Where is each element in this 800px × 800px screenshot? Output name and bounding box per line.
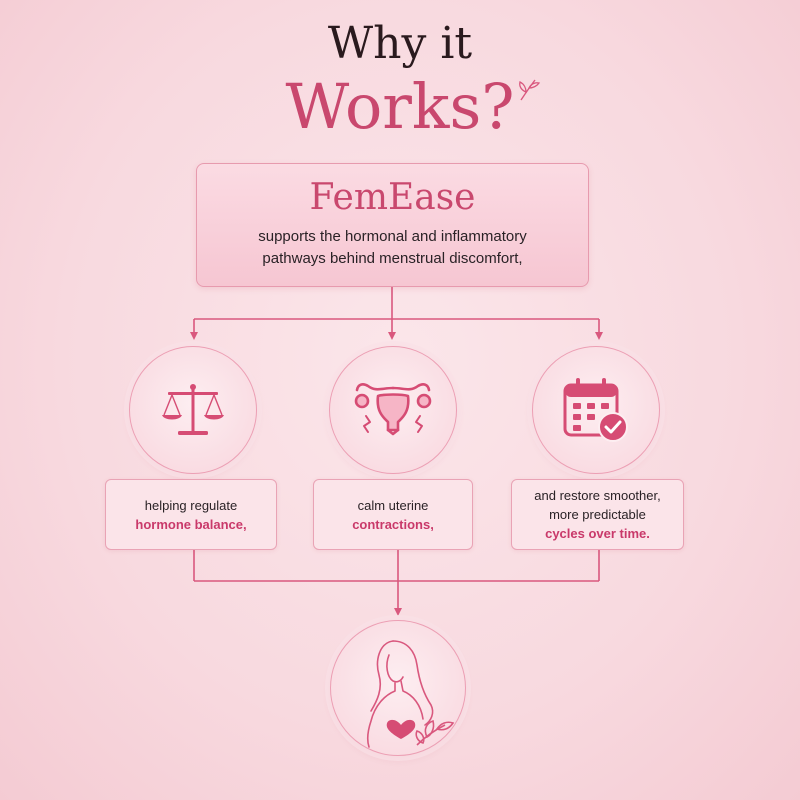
femease-card: FemEase supports the hormonal and inflam… [196,163,589,287]
uterus-icon [354,383,432,436]
benefit-label-hormone: helping regulate hormone balance, [105,479,277,550]
benefit-label-contractions: calm uterine contractions, [313,479,473,550]
scales-icon [162,384,224,435]
benefit-highlight-1: hormone balance, [135,516,247,532]
benefit-circle-cycles [532,346,660,474]
page-title-line1: Why it [327,18,473,69]
benefit-text-3b: more predictable [549,507,646,522]
benefit-circle-contractions [329,346,457,474]
benefit-highlight-3: cycles over time. [545,526,650,541]
brand-description: supports the hormonal and inflammatory p… [197,226,588,270]
benefit-text-1: helping regulate [144,497,238,513]
description-line1: supports the hormonal and inflammatory [258,227,527,245]
leaf-sprig-icon [519,79,541,101]
benefit-text-3a: and restore smoother, [534,488,661,503]
woman-heart-icon [366,640,455,748]
outcome-circle [330,620,466,756]
benefit-text-2: calm uterine [357,497,429,513]
calendar-check-icon [563,378,628,442]
description-line2: pathways behind menstrual discomfort, [262,249,523,267]
page-title-line2: Works? [285,70,515,143]
benefit-highlight-2: contractions, [352,516,434,532]
benefit-circle-hormone [129,346,257,474]
benefit-label-cycles: and restore smoother, more predictable c… [511,479,684,550]
brand-name: FemEase [309,177,476,218]
